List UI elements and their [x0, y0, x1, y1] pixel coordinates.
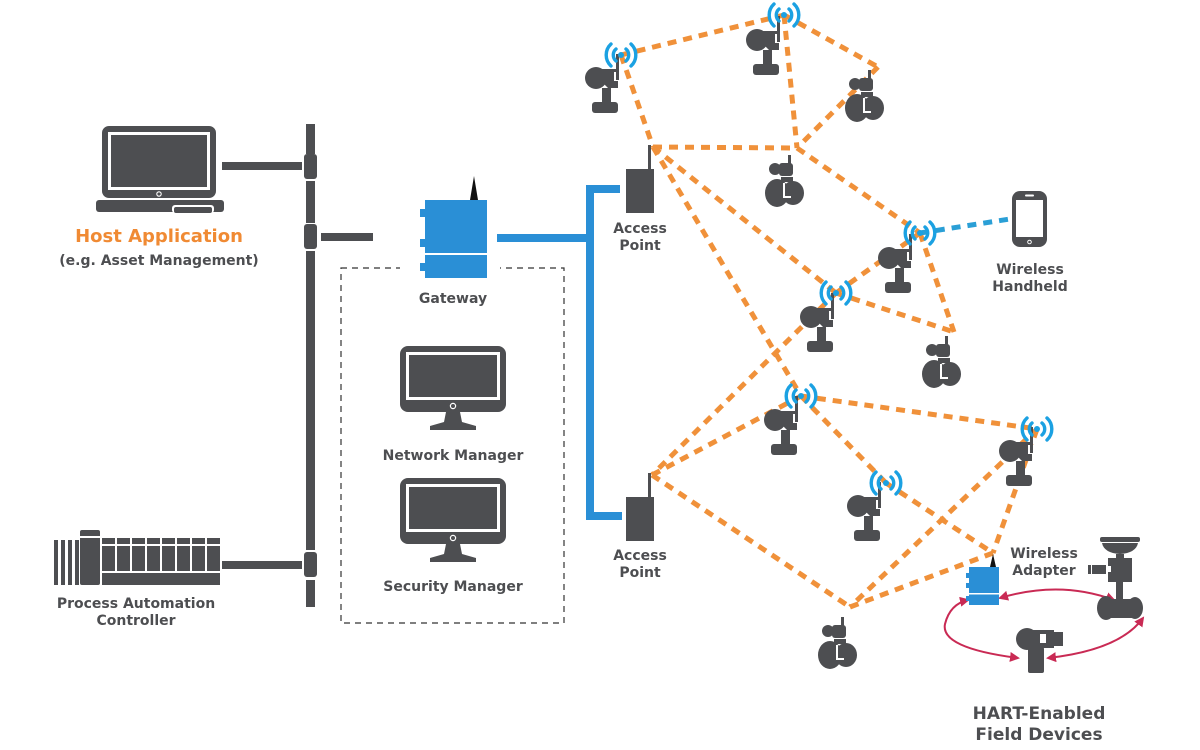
mesh-link-t7-wa: [884, 480, 995, 556]
diagram-labels: Host Application (e.g. Asset Management)…: [57, 221, 1106, 745]
host-application-label: Host Application: [75, 226, 243, 247]
hart-device-2-icon: [1016, 628, 1063, 673]
mesh-link-t3-v3: [835, 290, 955, 335]
flow-transmitter-icon: [921, 335, 962, 389]
hart-device-1-icon: [1088, 537, 1143, 620]
security-manager-monitor-icon: [399, 477, 507, 563]
hart-link-adapter-device1: [998, 588, 1116, 602]
process-controller-label-line2: Controller: [96, 613, 175, 629]
control-network-bus: [222, 124, 373, 607]
mesh-link-t1-ap1: [618, 54, 656, 148]
mesh-link-ap2-v4: [650, 472, 852, 610]
mesh-link-t2-v1: [782, 12, 880, 70]
pressure-transmitter-icon: [878, 220, 937, 293]
access-point-icon: [626, 473, 654, 541]
gateway-access-point-links: [497, 185, 622, 520]
mesh-link-t5-t6: [800, 393, 1038, 432]
flow-transmitter-icon: [817, 616, 858, 670]
bus-connector-host: [304, 154, 317, 179]
hart-links-layer: [943, 588, 1145, 663]
gateway-bus-link: [321, 233, 373, 241]
access-point-1-label-line2: Point: [619, 238, 661, 254]
wireless-signal-icon: [784, 383, 818, 409]
mesh-link-ap1-v2: [652, 144, 798, 151]
gateway-icon: [420, 176, 487, 278]
wireless-handheld-icon: [1012, 191, 1047, 247]
wireless-adapter-label-line2: Adapter: [1012, 563, 1076, 579]
security-manager-label: Security Manager: [383, 579, 523, 595]
wireless-adapter-icon: [966, 554, 999, 605]
mesh-link-ap2-t5: [650, 393, 803, 478]
pressure-transmitter-icon: [800, 280, 853, 352]
wireless-signal-icon: [604, 42, 638, 68]
mesh-link-t4-v3: [917, 232, 957, 333]
mesh-link-t3-ap2: [650, 291, 838, 477]
process-controller-label-line1: Process Automation: [57, 596, 215, 612]
gateway-services-boundary: [340, 267, 565, 624]
network-manager-monitor-icon: [399, 345, 507, 431]
host-application-sub-label: (e.g. Asset Management): [59, 253, 258, 269]
access-point-icon: [626, 145, 654, 213]
hart-link-device2-adapter: [943, 596, 1020, 662]
pressure-transmitter-icon: [847, 470, 903, 541]
pressure-transmitter-icon: [764, 383, 818, 455]
mesh-link-t3-t4: [834, 230, 922, 296]
network-manager-label: Network Manager: [383, 448, 524, 464]
bus-connector-controller: [304, 552, 317, 577]
hart-devices-label-line1: HART-Enabled: [973, 704, 1106, 724]
access-point-2-label-line2: Point: [619, 565, 661, 581]
laptop-icon: [96, 126, 224, 213]
host-link: [222, 162, 302, 170]
flow-transmitter-icon: [764, 154, 805, 208]
wireless-signal-icon: [819, 280, 853, 306]
wireless-adapter-label-line1: Wireless: [1010, 546, 1078, 562]
access-point-2-label-line1: Access: [613, 548, 667, 564]
mesh-link-t1-t2: [620, 12, 785, 58]
hart-devices-label-line2: Field Devices: [975, 725, 1102, 745]
gateway-label: Gateway: [419, 291, 487, 307]
mesh-link-ap1-t3: [651, 145, 838, 295]
wireless-handheld-label-line2: Handheld: [992, 279, 1067, 295]
wireless-signal-icon: [869, 470, 903, 496]
mesh-link-v2-t4: [795, 145, 922, 236]
access-point-1-label-line1: Access: [613, 221, 667, 237]
mesh-link-t2-v2: [781, 14, 800, 149]
mesh-link-t5-t7: [799, 394, 888, 485]
bus-connector-gateway: [304, 224, 317, 249]
controller-link: [222, 561, 302, 569]
wireless-handheld-label-line1: Wireless: [996, 262, 1064, 278]
controller-rack-icon: [54, 530, 220, 585]
hart-link-device1-device2: [1046, 616, 1145, 663]
